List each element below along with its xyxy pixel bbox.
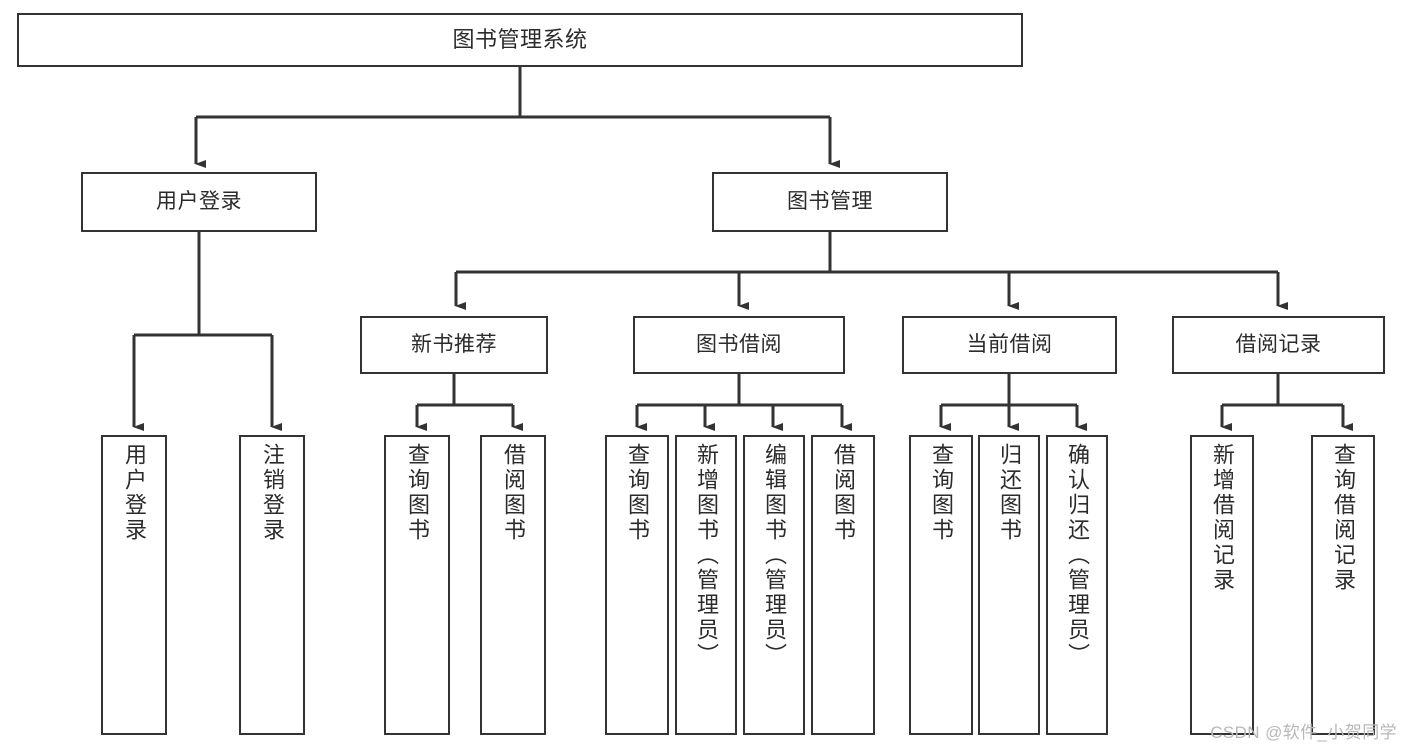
node-label: 借阅图书 [831, 443, 856, 543]
leaf-records-query-record[interactable]: 查询借阅记录 [1311, 435, 1375, 735]
node-label: 查询图书 [929, 443, 954, 543]
node-label: 查询借阅记录 [1331, 443, 1356, 593]
node-book-management[interactable]: 图书管理 [712, 172, 948, 232]
node-group-new-book-recommend[interactable]: 新书推荐 [360, 316, 548, 374]
leaf-borrow-query-book[interactable]: 查询图书 [605, 435, 669, 735]
node-label: 新书推荐 [411, 333, 497, 357]
node-user-login[interactable]: 用户登录 [81, 172, 317, 232]
node-label: 图书借阅 [696, 333, 782, 357]
node-group-borrow-records[interactable]: 借阅记录 [1172, 316, 1385, 374]
node-label: 用户登录 [156, 190, 242, 214]
node-group-current-borrow[interactable]: 当前借阅 [902, 316, 1117, 374]
leaf-new-books-query-book[interactable]: 查询图书 [384, 435, 450, 735]
node-label: 图书管理系统 [452, 26, 588, 52]
leaf-records-add-record[interactable]: 新增借阅记录 [1190, 435, 1254, 735]
leaf-current-confirm-return-admin[interactable]: 确认归还（管理员） [1046, 435, 1108, 735]
node-label: 借阅记录 [1235, 333, 1322, 357]
leaf-new-books-borrow-book[interactable]: 借阅图书 [480, 435, 546, 735]
node-root-system[interactable]: 图书管理系统 [17, 13, 1023, 67]
node-label: 当前借阅 [966, 333, 1053, 357]
leaf-borrow-borrow-book[interactable]: 借阅图书 [811, 435, 875, 735]
leaf-current-return-book[interactable]: 归还图书 [978, 435, 1040, 735]
leaf-current-query-book[interactable]: 查询图书 [909, 435, 973, 735]
node-label: 编辑图书（管理员） [762, 443, 787, 668]
node-label: 新增借阅记录 [1210, 443, 1235, 593]
node-label: 图书管理 [787, 190, 873, 214]
node-label: 确认归还（管理员） [1065, 443, 1090, 668]
leaf-user-login[interactable]: 用户登录 [101, 435, 167, 735]
csdn-watermark: CSDN @软件_小贺同学 [1210, 723, 1397, 742]
node-label: 借阅图书 [501, 443, 526, 543]
node-label: 注销登录 [260, 443, 285, 543]
leaf-borrow-add-book-admin[interactable]: 新增图书（管理员） [675, 435, 737, 735]
leaf-logout[interactable]: 注销登录 [239, 435, 305, 735]
node-label: 归还图书 [997, 443, 1022, 543]
node-label: 用户登录 [122, 443, 147, 543]
node-group-book-borrow[interactable]: 图书借阅 [633, 316, 845, 374]
leaf-borrow-edit-book-admin[interactable]: 编辑图书（管理员） [743, 435, 805, 735]
node-label: 查询图书 [625, 443, 650, 543]
node-label: 新增图书（管理员） [694, 443, 719, 668]
node-label: 查询图书 [405, 443, 430, 543]
